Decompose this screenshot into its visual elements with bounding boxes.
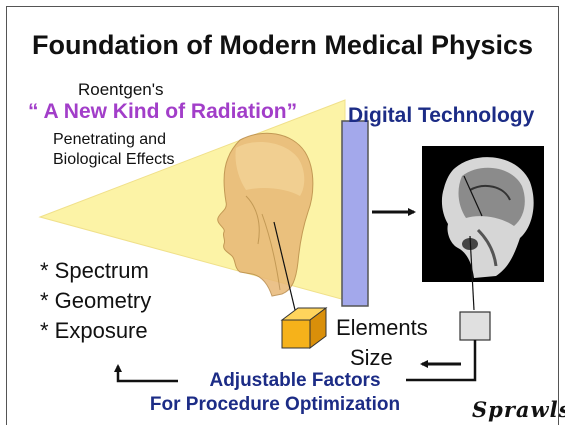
procedure-optimization-label: For Procedure Optimization — [149, 394, 401, 415]
pixel-box — [459, 311, 491, 341]
author-signature: Sprawls — [472, 397, 565, 422]
roentgen-label: Roentgen's — [78, 80, 164, 99]
voxel-cube — [280, 307, 328, 349]
cube-pointer-line — [273, 221, 297, 315]
adjustable-left-connector — [114, 364, 178, 383]
biological-effects-label: Biological Effects — [53, 151, 175, 168]
factor-geometry: * Geometry — [40, 288, 152, 313]
head-illustration — [217, 132, 314, 297]
slide-frame — [6, 6, 559, 425]
size-label: Size — [350, 345, 393, 370]
pixel-pointer-line — [469, 235, 475, 311]
penetrating-label: Penetrating and — [53, 131, 166, 148]
adjustable-factors-label: Adjustable Factors — [209, 370, 381, 391]
new-kind-radiation-label: “ A New Kind of Radiation” — [28, 100, 298, 123]
factor-spectrum: * Spectrum — [40, 258, 149, 283]
elements-label: Elements — [336, 315, 428, 340]
size-feedback-connector — [461, 340, 477, 382]
factor-exposure: * Exposure — [40, 318, 148, 343]
detector-panel — [341, 120, 369, 307]
ct-scan-image — [422, 146, 544, 282]
slide-title: Foundation of Modern Medical Physics — [31, 30, 534, 60]
digital-technology-label: Digital Technology — [348, 104, 535, 127]
